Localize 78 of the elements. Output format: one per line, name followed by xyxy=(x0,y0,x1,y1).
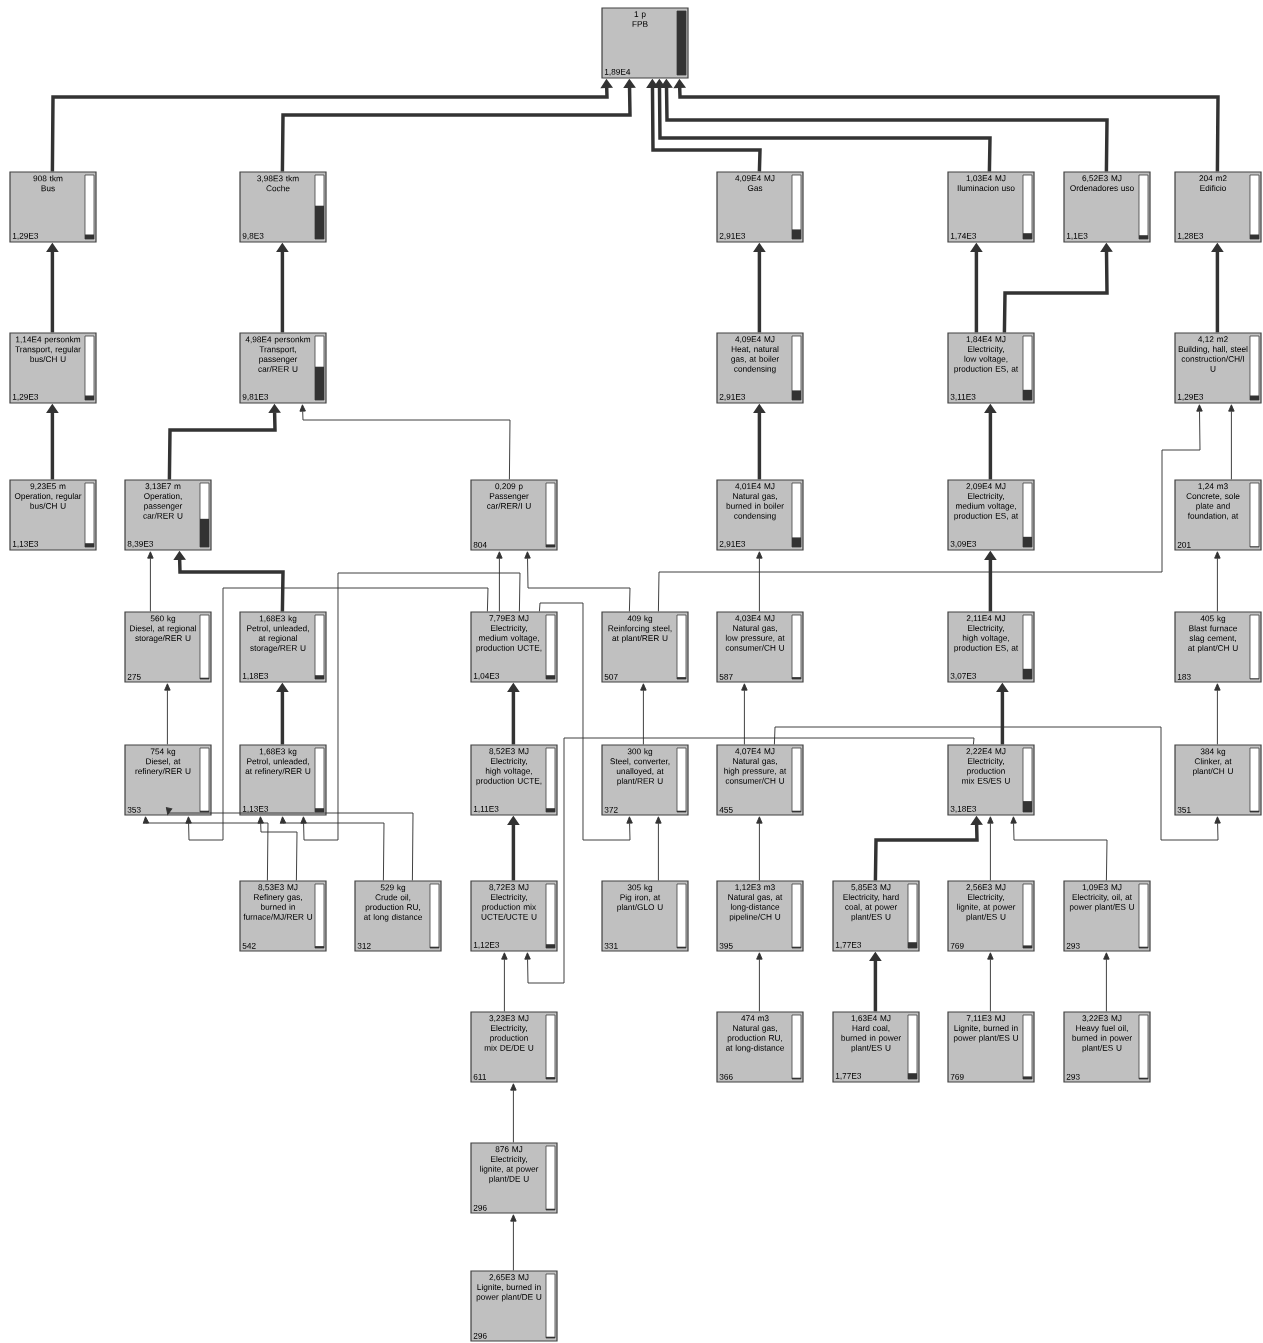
process-box: 8,52E3 MJ Electricity, high voltage, production UCTE, 1,11E3 xyxy=(470,744,558,816)
arrow xyxy=(756,816,763,881)
arrow xyxy=(279,816,385,881)
arrow xyxy=(142,816,269,881)
arrow xyxy=(1214,551,1221,612)
process-box: 1,24 m3 Concrete, sole plate and foundation, at 201 xyxy=(1174,479,1262,551)
arrow xyxy=(501,952,508,1012)
process-box: 3,98E3 tkm Coche 9,8E3 xyxy=(239,171,327,243)
process-box: 0,209 p Passenger car/RER/I U 804 xyxy=(470,479,558,551)
process-box: 1,14E4 personkm Transport, regular bus/CH U 1,29E3 xyxy=(9,332,97,404)
process-box: 3,22E3 MJ Heavy fuel oil, burned in power plant/ES U 293 xyxy=(1063,1011,1151,1083)
process-box: 2,56E3 MJ Electricity, lignite, at power plant/ES U 769 xyxy=(947,880,1035,952)
process-box: 560 kg Diesel, at regional storage/RER U 275 xyxy=(124,611,212,683)
process-box: 7,79E3 MJ Electricity, medium voltage, production UCTE, 1,04E3 xyxy=(470,611,558,683)
process-box: 754 kg Diesel, at refinery/RER U 353 xyxy=(124,744,212,816)
arrow xyxy=(1228,404,1235,480)
process-box: 1 p FPB 1,89E4 xyxy=(601,7,689,79)
process-box: 1,09E3 MJ Electricity, oil, at power plant/ES U 293 xyxy=(1063,880,1151,952)
process-box: 529 kg Crude oil, production RU, at long distance 312 xyxy=(354,880,442,952)
process-box: 1,84E4 MJ Electricity, low voltage, production ES, at 3,11E3 xyxy=(947,332,1035,404)
process-box: 405 kg Blast furnace slag cement, at plant/CH U 183 xyxy=(1174,611,1262,683)
process-box: 384 kg Clinker, at plant/CH U 351 xyxy=(1174,744,1262,816)
arrow xyxy=(538,602,633,841)
arrow xyxy=(300,572,521,841)
process-box: 8,72E3 MJ Electricity, production mix UCTE/UCTE U 1,12E3 xyxy=(470,880,558,952)
process-box: 1,68E3 kg Petrol, unleaded, at regional storage/RER U 1,18E3 xyxy=(239,611,327,683)
arrow xyxy=(496,551,503,612)
process-box: 4,09E4 MJ Gas 2,91E3 xyxy=(716,171,804,243)
arrow xyxy=(299,404,511,480)
process-box: 1,63E4 MJ Hard coal, burned in power plant/ES U 1,77E3 xyxy=(832,1011,920,1083)
arrow xyxy=(640,683,647,745)
process-box: 2,22E4 MJ Electricity, production mix ES/ES U 3,18E3 xyxy=(947,744,1035,816)
arrow xyxy=(1103,952,1110,1012)
process-box: 2,09E4 MJ Electricity, medium voltage, production ES, at 3,09E3 xyxy=(947,479,1035,551)
arrow xyxy=(510,1083,517,1143)
arrow xyxy=(756,952,763,1012)
process-box: 8,53E3 MJ Refinery gas, burned in furnace/MJ/RER U 542 xyxy=(239,880,327,952)
arrow xyxy=(165,807,414,881)
arrow xyxy=(756,551,763,612)
process-box: 5,85E3 MJ Electricity, hard coal, at power plant/ES U 1,77E3 xyxy=(832,880,920,952)
process-box: 6,52E3 MJ Ordenadores uso 1,1E3 xyxy=(1063,171,1151,243)
arrow xyxy=(510,1214,517,1271)
arrow xyxy=(164,683,171,745)
process-box: 4,98E4 personkm Transport, passenger car/RER U 9,81E3 xyxy=(239,332,327,404)
process-box: 3,23E3 MJ Electricity, production mix DE/DE U 611 xyxy=(470,1011,558,1083)
arrow xyxy=(655,816,662,881)
process-box: 7,11E3 MJ Lignite, burned in power plant/ES U 769 xyxy=(947,1011,1035,1083)
process-box: 876 MJ Electricity, lignite, at power plant/DE U 296 xyxy=(470,1142,558,1214)
arrow xyxy=(524,551,631,612)
process-box: 1,12E3 m3 Natural gas, at long-distance pipeline/CH U 395 xyxy=(716,880,804,952)
arrow xyxy=(773,726,1221,841)
process-box: 474 m3 Natural gas, production RU, at long-distance 366 xyxy=(716,1011,804,1083)
arrow xyxy=(1010,816,1108,881)
process-box: 409 kg Reinforcing steel, at plant/RER U 507 xyxy=(601,611,689,683)
arrow xyxy=(657,404,1203,612)
process-box: 300 kg Steel, converter, unalloyed, at plant/RER U 372 xyxy=(601,744,689,816)
process-box: 1,03E4 MJ Iluminacion uso 1,74E3 xyxy=(947,171,1035,243)
process-box: 4,03E4 MJ Natural gas, low pressure, at consumer/CH U 587 xyxy=(716,611,804,683)
arrow xyxy=(185,587,489,841)
arrow xyxy=(987,816,994,881)
process-box: 1,68E3 kg Petrol, unleaded, at refinery/RER U 1,13E3 xyxy=(239,744,327,816)
arrow xyxy=(524,737,975,984)
process-box: 2,11E4 MJ Electricity, high voltage, production ES, at 3,07E3 xyxy=(947,611,1035,683)
process-box: 4,01E4 MJ Natural gas, burned in boiler condensing 2,91E3 xyxy=(716,479,804,551)
arrow xyxy=(257,816,298,881)
arrow xyxy=(741,683,748,745)
arrow xyxy=(987,952,994,1012)
process-box: 9,23E5 m Operation, regular bus/CH U 1,13E3 xyxy=(9,479,97,551)
process-box: 2,65E3 MJ Lignite, burned in power plant/DE U 296 xyxy=(470,1270,558,1342)
arrow xyxy=(1214,683,1221,745)
arrow xyxy=(147,551,154,612)
process-box: 4,07E4 MJ Natural gas, high pressure, at consumer/CH U 455 xyxy=(716,744,804,816)
process-box: 204 m2 Edificio 1,28E3 xyxy=(1174,171,1262,243)
process-box: 305 kg Pig iron, at plant/GLO U 331 xyxy=(601,880,689,952)
process-box: 3,13E7 m Operation, passenger car/RER U 8,39E3 xyxy=(124,479,212,551)
process-box: 908 tkm Bus 1,29E3 xyxy=(9,171,97,243)
process-box: 4,09E4 MJ Heat, natural gas, at boiler condensing 2,91E3 xyxy=(716,332,804,404)
process-box: 4,12 m2 Building, hall, steel construction/CH/I U 1,29E3 xyxy=(1174,332,1262,404)
